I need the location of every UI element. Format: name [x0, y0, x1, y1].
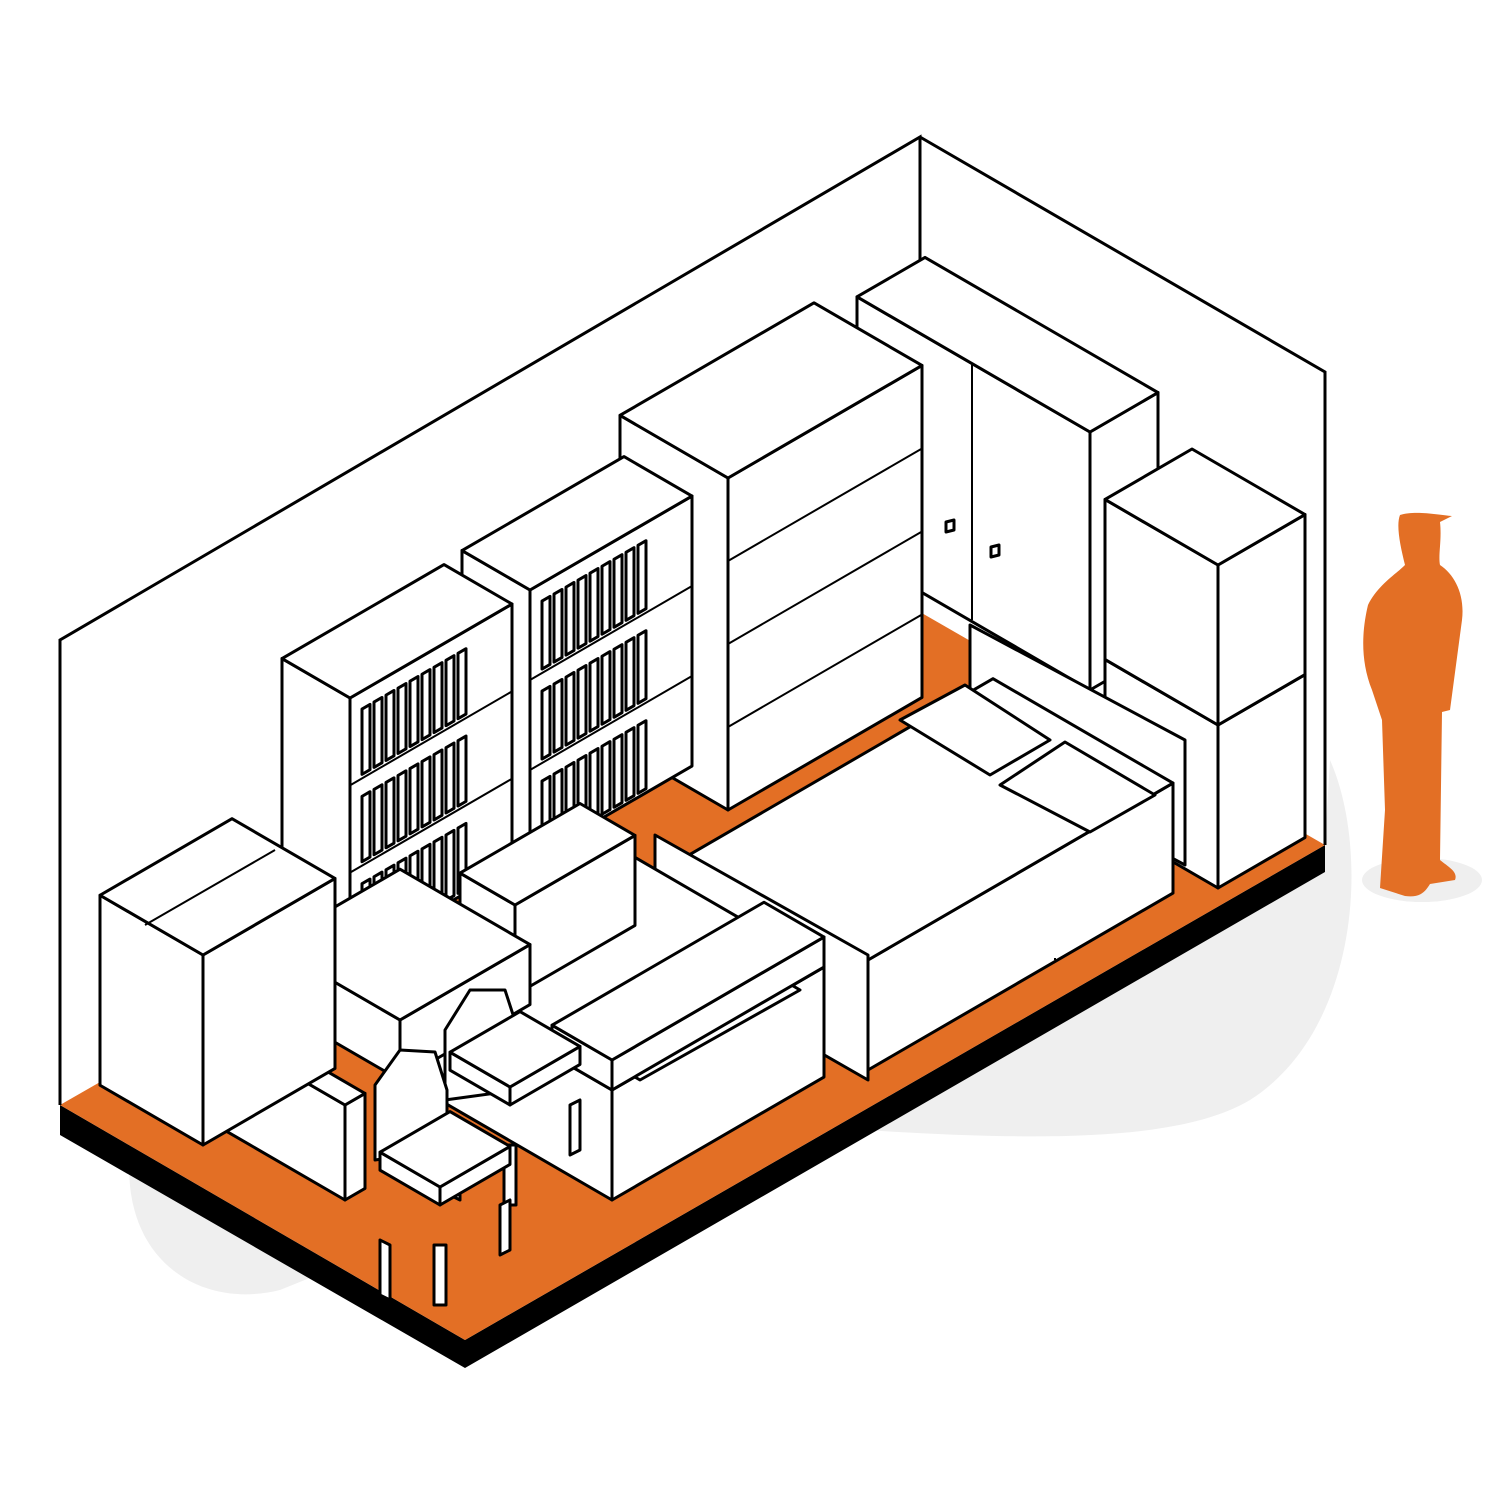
bookcase-left-book: [396, 682, 408, 755]
bookcase-right-book: [576, 574, 588, 650]
wardrobe-handle-icon: [944, 518, 956, 534]
bookcase-right-book: [636, 539, 648, 615]
bookcase-left-book: [360, 702, 372, 776]
bookcase-left-book: [420, 668, 432, 742]
bookcase-right-book: [624, 636, 636, 712]
bookcase-right-book: [600, 740, 612, 816]
armchair-back-top-face: [458, 802, 637, 907]
bookcase-right-book: [612, 553, 624, 629]
chair-seat-front-leg: [498, 1198, 512, 1257]
bookcase-left-book: [384, 688, 396, 762]
bookcase-left-book: [408, 675, 420, 749]
bookcase-right-book: [612, 733, 624, 809]
bookcase-left-book: [456, 734, 468, 808]
cabinet-drawer-line: [727, 613, 923, 728]
box-tape-line: [144, 849, 276, 926]
pillow: [998, 740, 1157, 834]
chair-seat-back-top-top-face: [448, 1010, 582, 1089]
bookcase-left-book: [444, 828, 456, 902]
furniture-group: [98, 255, 1307, 1307]
person-silhouette: [1363, 512, 1463, 897]
sofa-arm-top-face: [550, 900, 826, 1062]
chair-seat-front-leg: [378, 1238, 392, 1302]
bookcase-right-book: [540, 594, 552, 671]
bookcase-right-book: [576, 664, 588, 740]
bookcase-right-book: [612, 643, 624, 719]
wardrobe-handle-icon: [989, 543, 1001, 559]
bookcase-right-book: [552, 677, 564, 754]
bookcase-left-top-face: [280, 563, 514, 700]
bookcase-left-book: [444, 741, 456, 815]
bookcase-left-book: [372, 783, 384, 857]
bookcase-right-shelf: [529, 585, 693, 681]
wardrobe-top-face: [855, 255, 1160, 434]
bookcase-right-book: [636, 629, 648, 705]
bookcase-left-book: [420, 755, 432, 829]
chair-seat-front-leg: [432, 1243, 448, 1307]
bookcase-right-book: [540, 684, 552, 761]
bookcase-right-book: [588, 567, 600, 643]
bookcase-right-book: [600, 560, 612, 636]
armchair-front-arm-right-face: [343, 1091, 367, 1202]
bookcase-right-shelf: [529, 675, 693, 771]
bookcase-left-shelf: [349, 777, 513, 874]
bookcase-right-book: [624, 726, 636, 802]
bookcase-left-book: [444, 654, 456, 728]
bookcase-right-book: [552, 587, 564, 664]
bookcase-right-book: [636, 719, 648, 795]
bookcase-left-book: [432, 748, 444, 822]
chair-seat-back-leg: [568, 1098, 582, 1157]
bookcase-left-book: [360, 790, 372, 864]
bookcase-right-top-face: [460, 455, 694, 592]
tall-cabinet-top-face: [618, 301, 924, 480]
right-wall: [919, 135, 1327, 845]
bookcase-left-shelf: [349, 690, 513, 787]
bookcase-right-book: [588, 657, 600, 733]
bookcase-left-book: [384, 776, 396, 850]
bookcase-left-book: [456, 647, 468, 721]
pillow: [898, 683, 1052, 777]
bookcase-left-book: [396, 769, 408, 843]
bookcase-right-book: [600, 650, 612, 726]
stacked-box-upper-top-face: [1103, 447, 1307, 567]
bookcase-left-book: [432, 661, 444, 735]
chair-seat-front-top-top-face: [378, 1110, 512, 1189]
moving-box-top-face: [98, 817, 337, 957]
cabinet-drawer-line: [727, 447, 923, 562]
bookcase-right-book: [624, 546, 636, 622]
bookcase-left-book: [372, 695, 384, 769]
bookcase-left-book: [408, 762, 420, 836]
bookcase-right-book: [564, 580, 576, 657]
bookcase-right-book: [564, 670, 576, 747]
cabinet-drawer-line: [727, 530, 923, 645]
